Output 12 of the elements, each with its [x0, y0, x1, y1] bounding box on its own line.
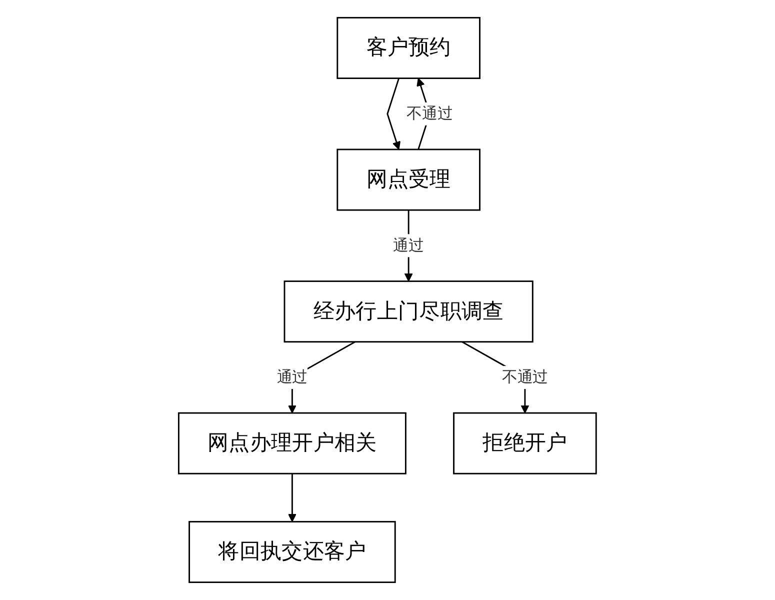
edge-label: 通过 — [393, 236, 424, 254]
edge-label: 通过 — [276, 368, 308, 386]
node-box: 将回执交还客户 — [188, 520, 396, 584]
edge-label: 不通过 — [502, 368, 548, 386]
node-box: 客户预约 — [336, 16, 481, 80]
edge-label: 不通过 — [406, 104, 453, 123]
node-box: 网点受理 — [336, 148, 481, 211]
node-box: 网点办理开户相关 — [178, 412, 406, 474]
node-box: 拒绝开户 — [453, 412, 597, 474]
arrow — [288, 474, 296, 522]
node-box: 经办行上门尽职调查 — [284, 280, 534, 343]
arrow — [386, 78, 401, 150]
